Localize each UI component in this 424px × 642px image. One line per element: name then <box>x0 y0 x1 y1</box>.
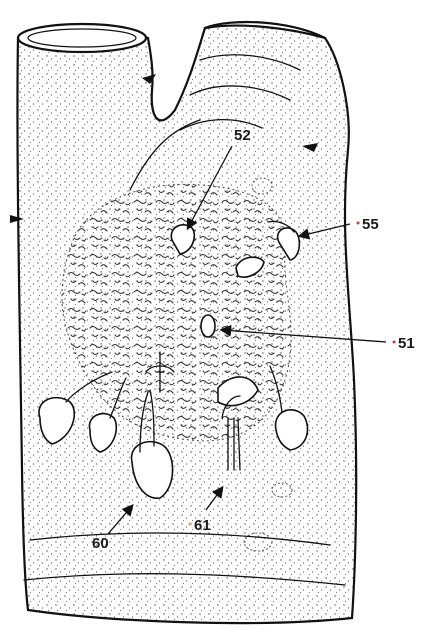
label-61: 61 <box>194 517 211 534</box>
label-51: 51 <box>398 335 415 352</box>
label-60: 60 <box>92 535 109 552</box>
marker-dot-51 <box>393 341 396 344</box>
marker-dot-61 <box>189 523 192 526</box>
marker-dot-55 <box>357 222 360 225</box>
vessel-opening <box>18 24 146 52</box>
label-55: 55 <box>362 216 379 233</box>
pod-51 <box>201 315 215 337</box>
label-52: 52 <box>234 127 251 144</box>
